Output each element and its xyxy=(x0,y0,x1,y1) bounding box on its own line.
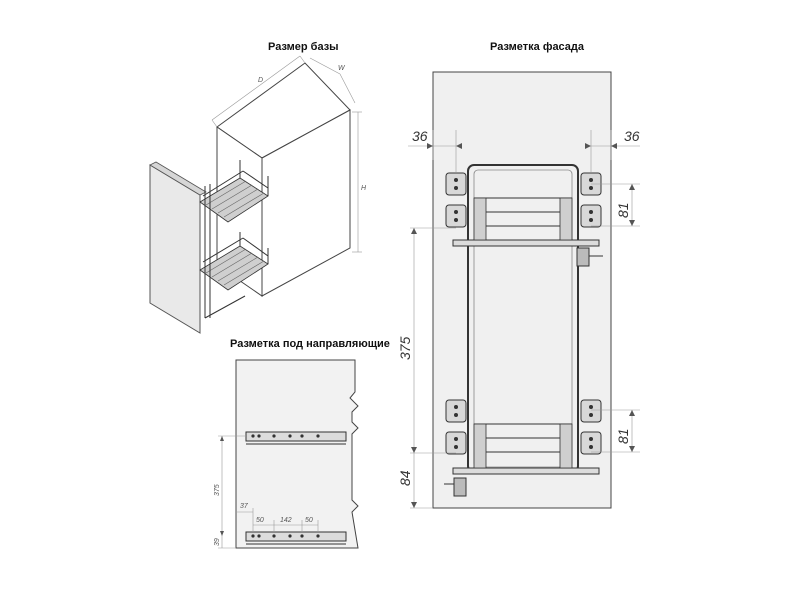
wire-baskets xyxy=(199,160,269,319)
guide-dim-height-text: 375 xyxy=(214,484,221,496)
base-size-heading: Размер базы xyxy=(268,41,339,53)
lower-shelf xyxy=(452,423,600,475)
adjuster-top-right xyxy=(576,247,590,267)
facade-marking-drawing: 36 36 81 81 xyxy=(397,71,640,509)
width-dimension: W xyxy=(309,57,356,104)
height-label: H xyxy=(361,185,367,192)
bracket-top-right-lower xyxy=(580,204,602,228)
guide-dim-seg3-text: 50 xyxy=(305,517,313,524)
guide-dim-seg2-text: 142 xyxy=(280,517,292,524)
upper-guide-rail xyxy=(245,431,347,445)
cabinet-isometric-drawing: D W H xyxy=(149,55,367,334)
bracket-bottom-left-lower xyxy=(445,431,467,455)
height-dimension: H xyxy=(352,111,367,253)
depth-dimension: D xyxy=(211,55,306,128)
guide-marking-heading: Разметка под направляющие xyxy=(230,338,390,350)
facade-marking-heading: Разметка фасада xyxy=(490,41,585,53)
guide-dim-bottom: 39 xyxy=(214,536,236,549)
dim-lower-spacing: 81 xyxy=(591,409,640,453)
dim-lower-spacing-text: 81 xyxy=(615,428,631,444)
dim-right-offset-text: 36 xyxy=(624,128,640,144)
depth-label: D xyxy=(258,77,263,84)
bracket-bottom-left-upper xyxy=(445,399,467,423)
guide-dim-bottom-text: 39 xyxy=(214,538,221,546)
guide-dim-offset-text: 37 xyxy=(240,503,249,510)
lower-guide-rail xyxy=(245,531,347,545)
dim-main-spacing-text: 375 xyxy=(397,336,413,360)
bracket-bottom-right-lower xyxy=(580,431,602,455)
dim-upper-spacing-text: 81 xyxy=(615,202,631,218)
guide-dim-height: 375 xyxy=(214,435,246,536)
guide-dim-seg1-text: 50 xyxy=(256,517,264,524)
side-panel xyxy=(235,359,359,549)
dim-left-offset: 36 xyxy=(408,128,462,172)
dim-bottom-offset-text: 84 xyxy=(397,470,413,486)
upper-shelf xyxy=(452,197,600,247)
bracket-top-left-lower xyxy=(445,204,467,228)
guide-dim-offset: 37 xyxy=(236,503,254,532)
width-label: W xyxy=(338,65,346,72)
adjuster-bottom-left xyxy=(453,477,467,497)
bracket-bottom-right-upper xyxy=(580,399,602,423)
facade-panel-top xyxy=(149,161,207,196)
dim-left-offset-text: 36 xyxy=(412,128,428,144)
bracket-top-left-upper xyxy=(445,172,467,196)
guide-marking-drawing: 375 39 37 50 142 50 xyxy=(214,359,359,549)
dim-right-offset: 36 xyxy=(585,128,640,172)
dim-bottom-offset: 84 xyxy=(397,453,433,509)
dim-main-spacing: 375 xyxy=(397,227,456,454)
mounting-brackets xyxy=(444,172,603,497)
dim-upper-spacing: 81 xyxy=(591,183,640,227)
guide-dim-segments: 50 142 50 xyxy=(253,517,319,532)
